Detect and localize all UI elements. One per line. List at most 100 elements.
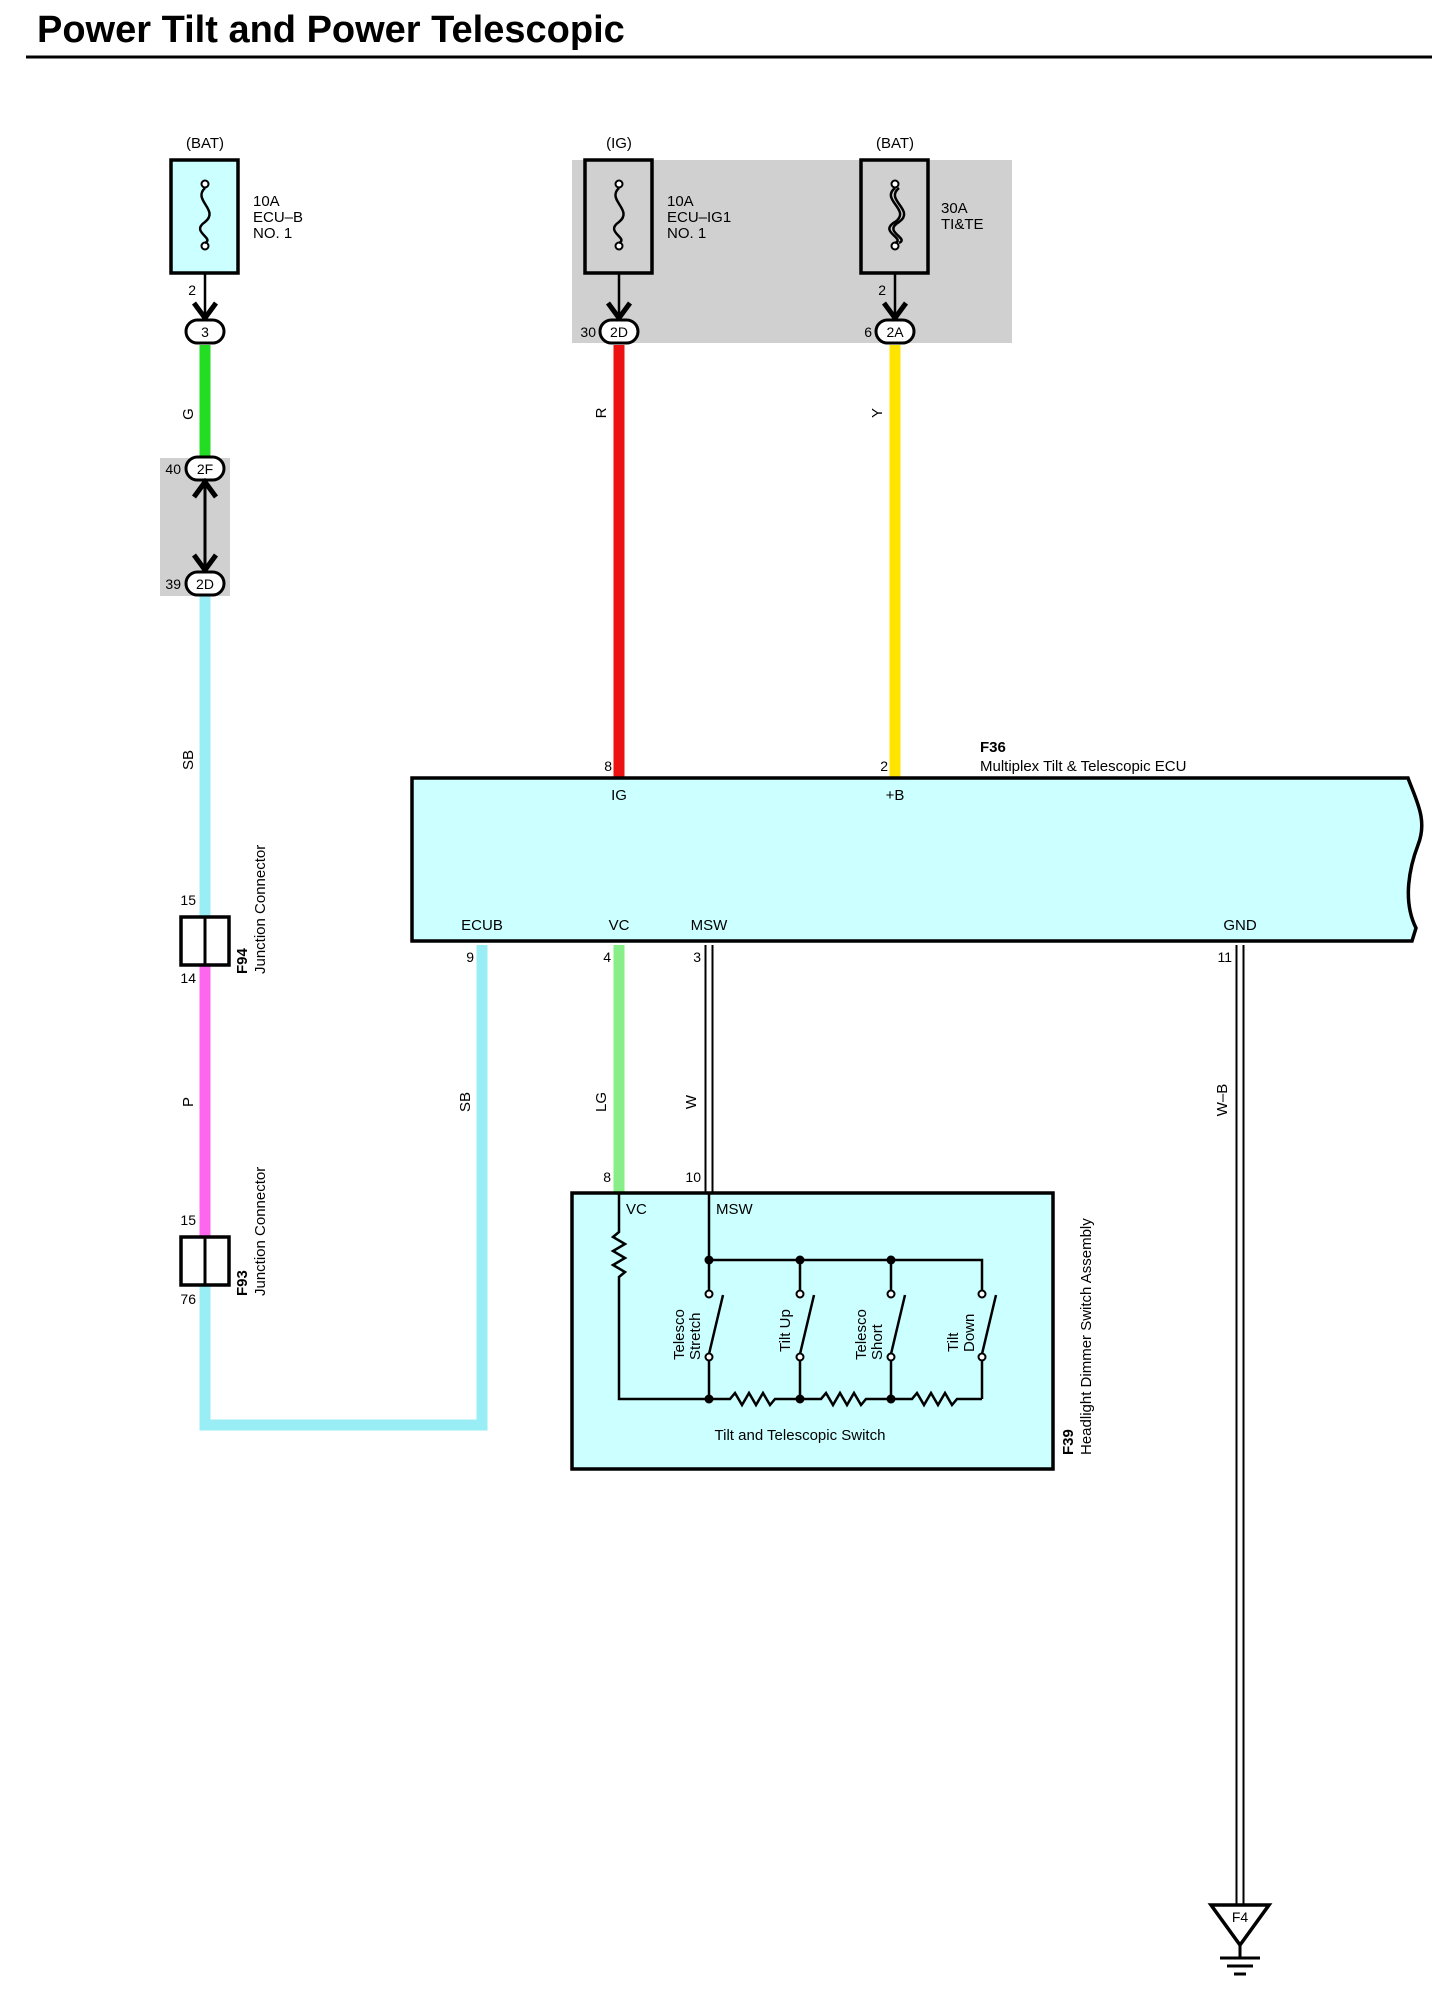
junction-connector-f94: 15 14 F94 Junction Connector: [179, 845, 269, 986]
ecu-terminal-b: +B: [886, 787, 905, 804]
connector-arrow-icon: [881, 301, 909, 323]
switch-label-telesco-stretch-1: Telesco: [671, 1309, 688, 1360]
fuse-rating: 30A: [941, 200, 968, 217]
inline-connector-pair: 2F 40 2D 39: [165, 455, 226, 597]
fuse-rating: 10A: [667, 193, 694, 210]
fuse-icon: [888, 187, 902, 245]
ecu-terminal-gnd: GND: [1223, 917, 1257, 934]
junction-name: Junction Connector: [252, 845, 269, 974]
ecu-body: [410, 776, 1424, 943]
fuse-ecu-ig1: (IG) 10A ECU–IG1 NO. 1 2D 30: [580, 135, 731, 345]
wire-sb-ecub: [199, 945, 488, 1431]
fuse-terminal: [200, 241, 210, 251]
switch-inner-name: Tilt and Telescopic Switch: [715, 1427, 886, 1444]
fuse-icon: [198, 187, 211, 245]
wire-code-p: P: [180, 1097, 197, 1107]
switch-label-tilt-up: Tilt Up: [777, 1309, 794, 1352]
connector-pin: 30: [580, 324, 596, 340]
ground-code: F4: [1232, 1909, 1249, 1925]
ecu-id: F36: [980, 739, 1006, 756]
junction-pin-top: 15: [180, 892, 196, 908]
connector-oval: [874, 318, 916, 345]
fuse-number: NO. 1: [667, 225, 706, 242]
wire-code-g: G: [180, 408, 197, 420]
ecu-terminal-vc: VC: [609, 917, 630, 934]
wire-code-r: R: [593, 407, 610, 418]
ecu-pin-vc: 4: [603, 949, 611, 965]
ecu-pin-ecub: 9: [466, 949, 474, 965]
junction-name: Junction Connector: [252, 1167, 269, 1296]
connector-code: 2A: [886, 324, 904, 340]
connector-oval: [184, 570, 226, 597]
connector-oval: [184, 318, 226, 345]
junction-pin-top: 15: [180, 1212, 196, 1228]
ground-point-icon: [1207, 1903, 1273, 1948]
fuse-terminal: [614, 241, 624, 251]
fuse-box: [169, 158, 240, 275]
fusible-link-icon: [892, 187, 906, 245]
connector-arrow-up-icon: [191, 477, 219, 499]
fuse-name: ECU–B: [253, 209, 303, 226]
fuse-source-label: (BAT): [186, 135, 224, 152]
junction-pin-bottom: 76: [180, 1291, 196, 1307]
ecu-pin-b: 2: [880, 758, 888, 774]
fuse-out-pin: 2: [188, 282, 196, 298]
fuse-ti-te: (BAT) 30A TI&TE 2 2A 6: [859, 135, 984, 345]
ecu-terminal-ecub: ECUB: [461, 917, 503, 934]
ecu-terminal-ig: IG: [611, 787, 627, 804]
junction-id: F94: [234, 947, 251, 974]
switch-label-tilt-down-2: Down: [961, 1314, 978, 1352]
ecu-pin-ig: 8: [604, 758, 612, 774]
fuse-source-label: (IG): [606, 135, 632, 152]
connector-arrow-icon: [191, 301, 219, 323]
connector-code: 2D: [610, 324, 628, 340]
switch-circuit: [610, 1193, 998, 1408]
junction-block-shade: [572, 160, 1012, 343]
wire-code-sb-2: SB: [457, 1092, 474, 1112]
wire-code-w: W: [683, 1094, 700, 1109]
connector-arrow-icon: [605, 301, 633, 323]
switch-terminal-vc: VC: [626, 1201, 647, 1218]
junction-id: F93: [234, 1270, 251, 1296]
page-title: Power Tilt and Power Telescopic: [37, 9, 625, 51]
switch-label-telesco-stretch-2: Stretch: [687, 1312, 704, 1360]
connector-oval: [598, 318, 640, 345]
switch-assembly-id: F39: [1060, 1429, 1077, 1455]
connector-pin: 39: [165, 576, 181, 592]
fuse-number: NO. 1: [253, 225, 292, 242]
switch-assembly-body: [570, 1191, 1055, 1471]
fuse-source-label: (BAT): [876, 135, 914, 152]
switch-assembly-name: Headlight Dimmer Switch Assembly: [1078, 1218, 1095, 1455]
ecu-name: Multiplex Tilt & Telescopic ECU: [980, 758, 1186, 775]
junction-connector-f93: 15 76 F93 Junction Connector: [179, 1167, 269, 1307]
ecu-f36: F36 Multiplex Tilt & Telescopic ECU 8 IG…: [410, 739, 1424, 965]
connector-code: 3: [201, 324, 209, 340]
connector-code: 2F: [197, 461, 213, 477]
fuse-name: ECU–IG1: [667, 209, 731, 226]
switch-label-telesco-short-2: Short: [869, 1323, 886, 1360]
ecu-pin-msw: 3: [693, 949, 701, 965]
junction-pin-bottom: 14: [180, 970, 196, 986]
connector-arrow-down-icon: [191, 553, 219, 575]
switch-contacts: [704, 1289, 987, 1362]
ecu-terminal-msw: MSW: [691, 917, 729, 934]
fuse-out-pin: 2: [878, 282, 886, 298]
fuse-name: TI&TE: [941, 216, 984, 233]
connector-pin: 6: [864, 324, 872, 340]
fuse-ecu-b: (BAT) 10A ECU–B NO. 1 2 3: [169, 135, 303, 345]
fuse-rating: 10A: [253, 193, 280, 210]
fuse-terminal: [890, 179, 900, 189]
fuse-terminal: [890, 241, 900, 251]
switch-junction-dots: [704, 1255, 896, 1404]
switch-pin-vc: 8: [603, 1169, 611, 1185]
switch-terminal-msw: MSW: [716, 1201, 754, 1218]
wire-code-wb: W–B: [1214, 1084, 1231, 1117]
fuse-terminal: [614, 179, 624, 189]
switch-pin-msw: 10: [685, 1169, 701, 1185]
switch-assembly-f39: 8 10 VC MSW: [570, 1169, 1095, 1471]
switch-label-telesco-short-1: Telesco: [853, 1309, 870, 1360]
connector-code: 2D: [196, 576, 214, 592]
fuse-icon: [612, 187, 625, 245]
wire-code-y: Y: [869, 408, 886, 418]
fuse-terminal: [200, 179, 210, 189]
